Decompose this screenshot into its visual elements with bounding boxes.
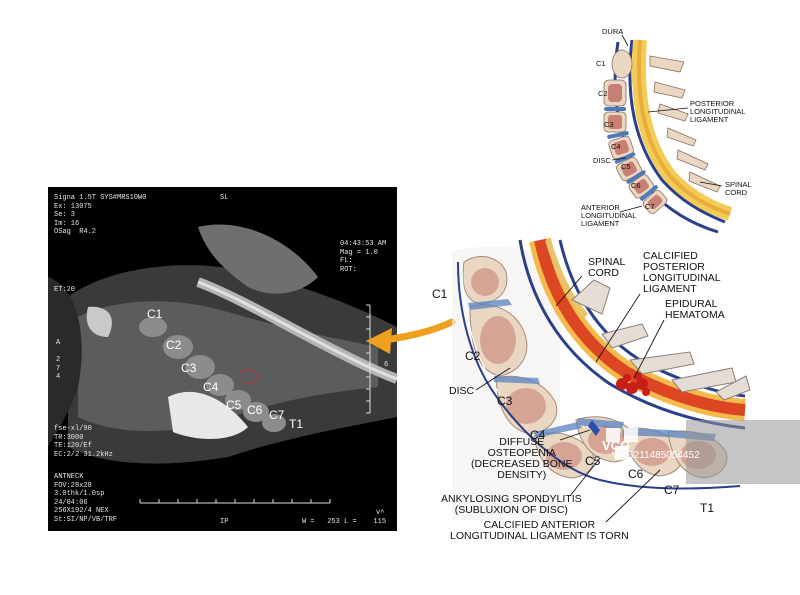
mri-level-c5: C5 (226, 398, 242, 412)
mri-corner-mark: v^ (376, 509, 385, 517)
large-vertebra-c5: C5 (585, 454, 601, 468)
large-diffuse-osteopenia-label: DIFFUSE OSTEOPENIA (DECREASED BONE DENSI… (471, 436, 573, 481)
mri-level-c1: C1 (147, 307, 163, 321)
mri-et: ET:20 (54, 286, 76, 294)
small-vertebra-c7: C7 (645, 202, 655, 211)
mri-footer-right: W = 253 L = 115 (302, 518, 387, 526)
small-disc-label: DISC (593, 156, 611, 165)
large-vertebra-c4: C4 (530, 428, 546, 442)
mri-footer-left: ANTNECK FOV:28x28 3.0thk/1.0sp 24/04:06 … (54, 473, 118, 524)
mri-level-c6: C6 (247, 403, 263, 417)
watermark-panel: VCG211485054452 (612, 420, 800, 484)
watermark-logo: VCG (602, 426, 650, 466)
watermark-logo-icon (606, 428, 638, 460)
mri-sequence-info: fse-xl/90 TR:3000 TE:120/Ef EC:2/2 31.2k… (54, 425, 113, 459)
mri-level-c2: C2 (166, 338, 182, 352)
mri-level-c7: C7 (269, 408, 285, 422)
watermark-brand: VCG (602, 438, 631, 453)
small-vertebra-c4: C4 (611, 142, 621, 151)
mri-scan: Signa 1.5T SYS#MRS10W0 Ex: 13075 Se: 3 I… (48, 187, 397, 531)
large-vertebra-c2: C2 (465, 349, 481, 363)
small-vertebra-c5: C5 (621, 162, 631, 171)
mri-level-c3: C3 (181, 361, 197, 375)
small-dura-label: DURA (602, 27, 624, 36)
large-vertebra-c1: C1 (432, 287, 448, 301)
mri-header-center: SL (220, 194, 229, 202)
small-posterior-ligament-label: POSTERIOR LONGITUDINAL LIGAMENT (690, 99, 746, 124)
mri-level-t1: T1 (289, 417, 304, 431)
small-vertebra-c6: C6 (631, 181, 641, 190)
large-spinal-cord-label: SPINAL CORD (588, 256, 626, 279)
small-vertebra-c1: C1 (596, 59, 606, 68)
small-vertebra-c3: C3 (604, 120, 614, 129)
large-calcified-anterior-label: CALCIFIED ANTERIOR LONGITUDINAL LIGAMENT… (450, 519, 629, 542)
mri-side-letters: A 2 7 4 (56, 339, 61, 382)
large-vertebra-c7: C7 (664, 483, 680, 497)
mri-footer-center: IP (220, 518, 229, 526)
watermark-text: VCG211485054452 (612, 450, 700, 461)
small-anterior-ligament-label: ANTERIOR LONGITUDINAL LIGAMENT (581, 203, 637, 228)
large-disc-label: DISC (449, 385, 475, 397)
mri-level-c4: C4 (203, 380, 219, 394)
small-vertebra-c2: C2 (598, 89, 608, 98)
mri-image (48, 224, 397, 504)
mri-header-right: 04:43:53 AM Mag = 1.0 FL: ROT: (340, 240, 387, 274)
large-vertebra-t1: T1 (700, 501, 715, 515)
mri-header-left: Signa 1.5T SYS#MRS10W0 Ex: 13075 Se: 3 I… (54, 194, 147, 237)
large-vertebra-c6: C6 (628, 467, 644, 481)
mri-right-tick-label: 6 (384, 361, 389, 369)
large-calcified-posterior-label: CALCIFIED POSTERIOR LONGITUDINAL LIGAMEN… (643, 250, 721, 295)
large-epidural-hematoma-label: EPIDURAL HEMATOMA (665, 298, 725, 321)
small-spinal-cord-label: SPINAL CORD (725, 180, 752, 197)
large-vertebra-c3: C3 (497, 394, 513, 408)
large-ankylosing-label: ANKYLOSING SPONDYLITIS (SUBLUXION OF DIS… (441, 493, 582, 516)
